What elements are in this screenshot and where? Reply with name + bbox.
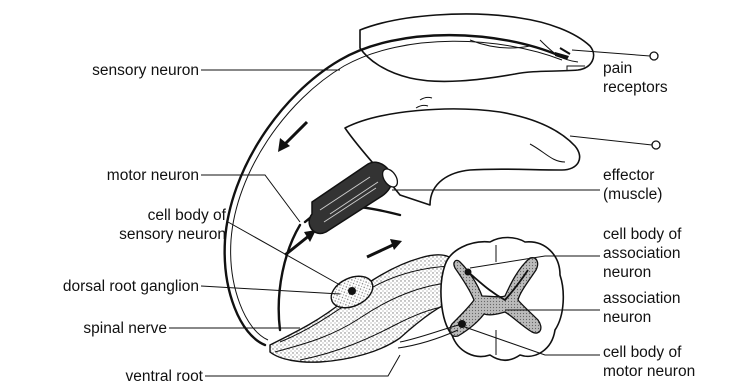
label-cell-body-association-line1: cell body of	[603, 226, 682, 243]
label-cell-body-motor-line1: cell body of	[603, 344, 682, 361]
label-cell-body-sensory-line1: cell body of	[148, 207, 227, 224]
label-spinal-nerve: spinal nerve	[83, 320, 167, 337]
sensory-cell-body	[348, 287, 356, 295]
effector-muscle	[309, 162, 400, 233]
label-effector-line2: (muscle)	[603, 186, 662, 203]
label-effector-line1: effector	[603, 167, 654, 184]
pin-lower-icon	[570, 136, 660, 149]
arrow-sensory-down	[278, 122, 307, 152]
label-sensory-neuron: sensory neuron	[92, 62, 199, 79]
label-cell-body-association-line3: neuron	[603, 264, 651, 281]
label-dorsal-root-ganglion: dorsal root ganglion	[63, 278, 199, 295]
label-ventral-root: ventral root	[125, 368, 203, 385]
label-pain-receptors-line1: pain	[603, 60, 632, 77]
label-cell-body-motor-line2: motor neuron	[603, 363, 695, 380]
label-motor-neuron: motor neuron	[107, 167, 199, 184]
label-association-neuron-line1: association	[603, 290, 681, 307]
label-association-neuron-line2: neuron	[603, 309, 651, 326]
label-cell-body-association-line2: association	[603, 245, 681, 262]
association-cell-body	[465, 269, 472, 276]
spinal-nerve-bundle	[270, 255, 455, 362]
arrow-motor-up	[285, 230, 316, 255]
label-pain-receptors-line2: receptors	[603, 79, 668, 96]
arrow-spinal-right	[367, 239, 402, 257]
finger-upper	[360, 14, 594, 81]
label-cell-body-sensory-line2: sensory neuron	[119, 226, 226, 243]
